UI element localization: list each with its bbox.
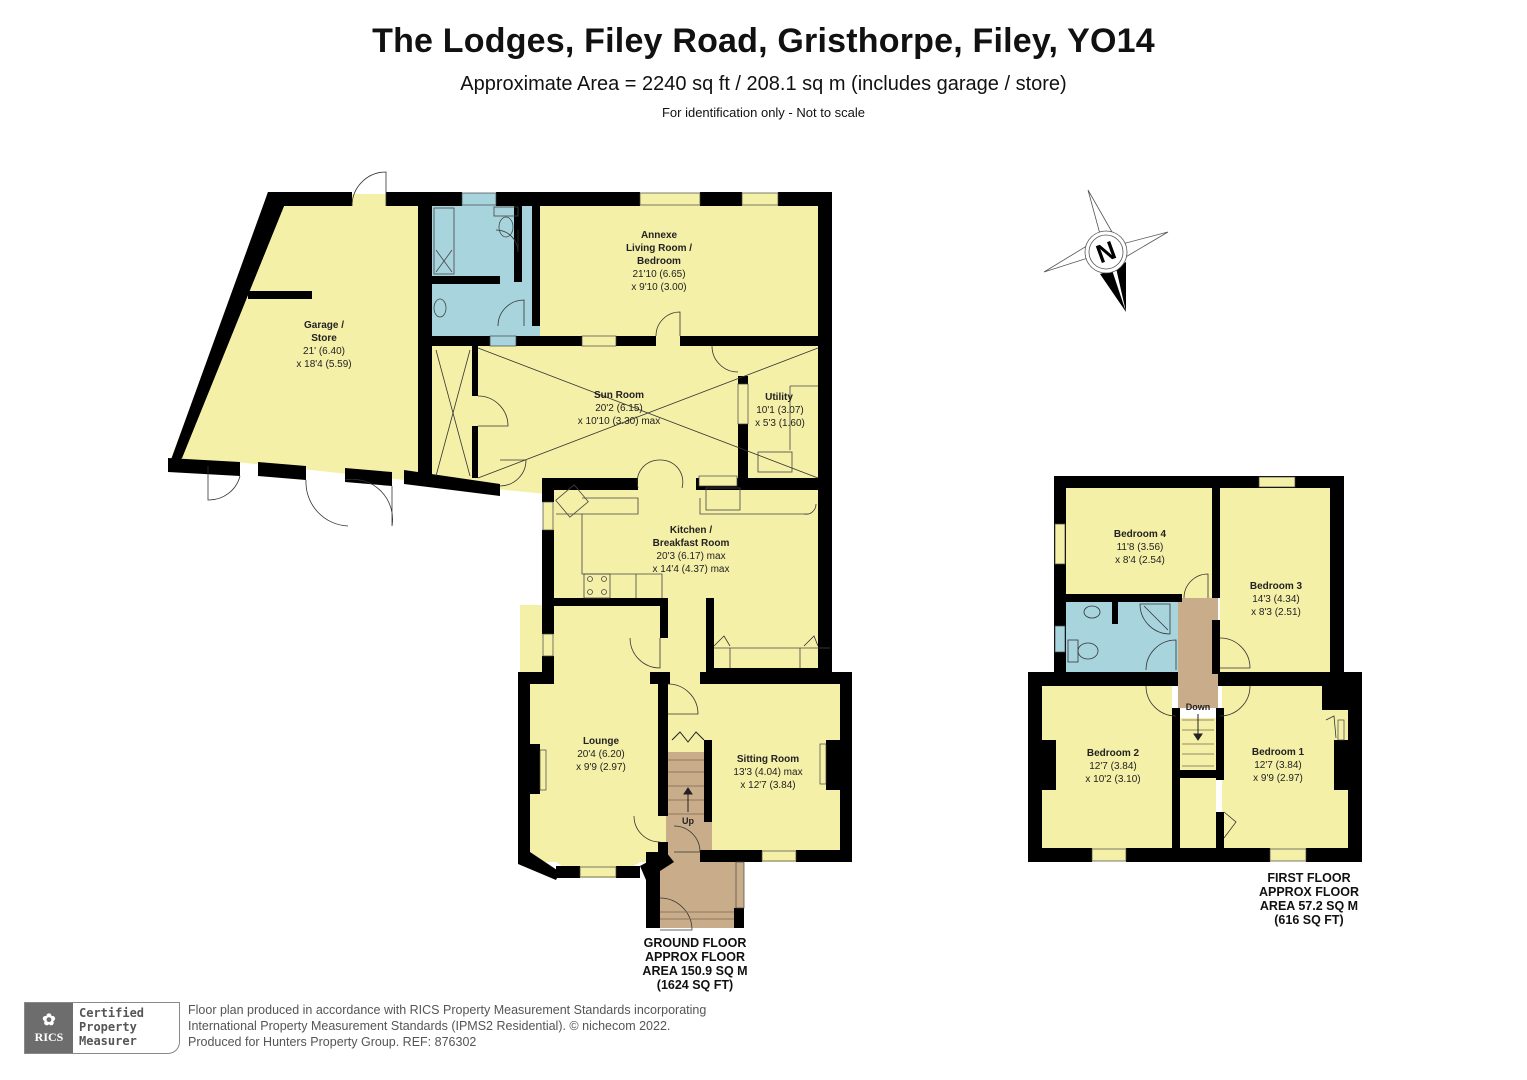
svg-text:x 10'2 (3.10): x 10'2 (3.10) — [1085, 774, 1140, 785]
svg-text:x 18'4 (5.59): x 18'4 (5.59) — [296, 359, 351, 370]
svg-text:x 9'10 (3.00): x 9'10 (3.00) — [631, 282, 686, 293]
room-dims-bedroom3: 14'3 (4.34) — [1252, 594, 1300, 605]
stairs-up-label: Up — [682, 816, 694, 826]
page-title: The Lodges, Filey Road, Gristhorpe, File… — [372, 22, 1155, 60]
svg-text:x 5'3 (1.60): x 5'3 (1.60) — [755, 418, 805, 429]
sun-room-floor — [404, 344, 830, 494]
bedroom2-floor — [1042, 686, 1172, 850]
svg-text:x 8'4 (2.54): x 8'4 (2.54) — [1115, 555, 1165, 566]
room-dims-sun-room: 20'2 (6.15) — [595, 403, 643, 414]
ground-floor-area-label: GROUND FLOOR APPROX FLOOR AREA 150.9 SQ … — [642, 936, 748, 992]
rics-badge: ✿ RICS — [25, 1003, 73, 1053]
first-floor-labels: Bedroom 4 11'8 (3.56) x 8'4 (2.54) Bedro… — [1085, 529, 1304, 785]
first-floor-area-label: FIRST FLOOR APPROX FLOOR AREA 57.2 SQ M … — [1258, 871, 1359, 927]
first-bathroom-floor — [1066, 598, 1178, 674]
bedroom4-floor — [1066, 488, 1216, 598]
svg-text:Breakfast Room: Breakfast Room — [653, 538, 730, 549]
bedroom1-floor — [1222, 686, 1348, 850]
room-dims-kitchen: 20'3 (6.17) max — [656, 551, 725, 562]
lounge-floor — [520, 605, 666, 878]
room-name-bedroom3: Bedroom 3 — [1250, 581, 1303, 592]
room-name-bedroom2: Bedroom 2 — [1087, 748, 1140, 759]
annexe-floor — [540, 194, 830, 344]
room-dims-utility: 10'1 (3.07) — [756, 405, 804, 416]
ground-floor-plan — [168, 171, 852, 931]
room-name-sun-room: Sun Room — [594, 390, 644, 401]
room-name-lounge: Lounge — [583, 736, 620, 747]
svg-text:Bedroom: Bedroom — [637, 256, 681, 267]
north-compass-icon: N — [1043, 189, 1169, 312]
room-dims-lounge: 20'4 (6.20) — [577, 749, 625, 760]
room-dims-garage: 21' (6.40) — [303, 346, 345, 357]
garage-floor — [168, 194, 424, 480]
footer-disclaimer: Floor plan produced in accordance with R… — [188, 1003, 707, 1049]
svg-text:x 9'9 (2.97): x 9'9 (2.97) — [576, 762, 626, 773]
rics-lion-icon: ✿ — [42, 1011, 56, 1029]
svg-text:x 14'4 (4.37) max: x 14'4 (4.37) max — [653, 564, 730, 575]
room-dims-bedroom1: 12'7 (3.84) — [1254, 760, 1302, 771]
stairs-down-label: Down — [1186, 702, 1211, 712]
ground-floor-labels: Garage / Store 21' (6.40) x 18'4 (5.59) … — [296, 230, 805, 826]
svg-text:x 12'7 (3.84): x 12'7 (3.84) — [740, 780, 795, 791]
room-dims-bedroom2: 12'7 (3.84) — [1089, 761, 1137, 772]
room-name-sitting-room: Sitting Room — [737, 754, 799, 765]
room-name-utility: Utility — [765, 392, 793, 403]
svg-text:Living Room /: Living Room / — [626, 243, 692, 254]
svg-text:Store: Store — [311, 333, 337, 344]
room-name-garage: Garage / — [304, 320, 344, 331]
annexe-bathroom-floor — [424, 194, 540, 344]
rics-certified-logo: ✿ RICS Certified Property Measurer — [24, 1002, 180, 1054]
room-name-bedroom4: Bedroom 4 — [1114, 529, 1167, 540]
room-dims-bedroom4: 11'8 (3.56) — [1117, 542, 1164, 553]
svg-text:x 8'3 (2.51): x 8'3 (2.51) — [1251, 607, 1301, 618]
room-dims-annexe: 21'10 (6.65) — [632, 269, 685, 280]
room-name-kitchen: Kitchen / — [670, 525, 712, 536]
svg-text:x 10'10 (3.30) max: x 10'10 (3.30) max — [578, 416, 661, 427]
bedroom3-floor — [1220, 488, 1330, 674]
area-summary: Approximate Area = 2240 sq ft / 208.1 sq… — [460, 73, 1067, 95]
room-name-annexe: Annexe — [641, 230, 678, 241]
room-dims-sitting-room: 13'3 (4.04) max — [733, 767, 802, 778]
svg-text:x 9'9 (2.97): x 9'9 (2.97) — [1253, 773, 1303, 784]
landing-floor — [1178, 598, 1218, 708]
certified-measurer-text: Certified Property Measurer — [79, 1006, 145, 1048]
first-floor-plan — [1028, 476, 1362, 862]
room-name-bedroom1: Bedroom 1 — [1252, 747, 1305, 758]
scale-note: For identification only - Not to scale — [661, 105, 866, 120]
